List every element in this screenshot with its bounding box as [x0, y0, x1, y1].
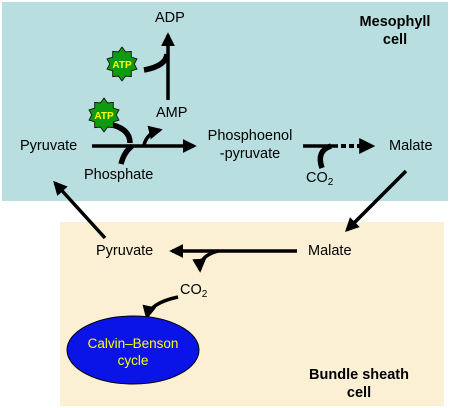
co2-bundle-label: CO2	[180, 282, 208, 300]
malate-mesophyll-label: Malate	[389, 138, 433, 154]
adp-label: ADP	[155, 10, 185, 26]
co2-mesophyll-label: CO2	[306, 170, 334, 188]
phosphate-label: Phosphate	[84, 167, 154, 183]
phosphoenolpyruvate-label: Phosphoenol -pyruvate	[207, 128, 293, 162]
atp-burst-icon	[106, 46, 138, 82]
calvin-benson-cycle-ellipse	[66, 315, 200, 385]
co2-release-arrow	[192, 249, 219, 273]
amp-label: AMP	[156, 105, 188, 121]
malate-bundle-label: Malate	[308, 243, 352, 259]
amp-out-arrow	[142, 125, 163, 146]
pyruvate-bundle-label: Pyruvate	[96, 243, 154, 259]
atp-burst-icon	[88, 97, 120, 133]
co2-to-calvin-arrow	[142, 295, 179, 320]
calvin-benson-cycle-label: Calvin–Benson cycle	[87, 336, 179, 368]
mesophyll-cell-title: Mesophyll cell	[359, 14, 431, 48]
arrow-pyruvate-return	[53, 180, 107, 240]
atp-label: ATP	[94, 111, 114, 122]
arrow-malate-to-bundle	[345, 169, 408, 232]
pyruvate-mesophyll-label: Pyruvate	[20, 138, 78, 154]
atp-curve-upper	[143, 53, 170, 73]
atp-label: ATP	[112, 60, 132, 71]
co2-in-curve-mesophyll	[317, 143, 333, 169]
mesophyll-cell-region	[2, 2, 448, 201]
bundle-sheath-cell-title: Bundle sheath cell	[309, 367, 409, 401]
